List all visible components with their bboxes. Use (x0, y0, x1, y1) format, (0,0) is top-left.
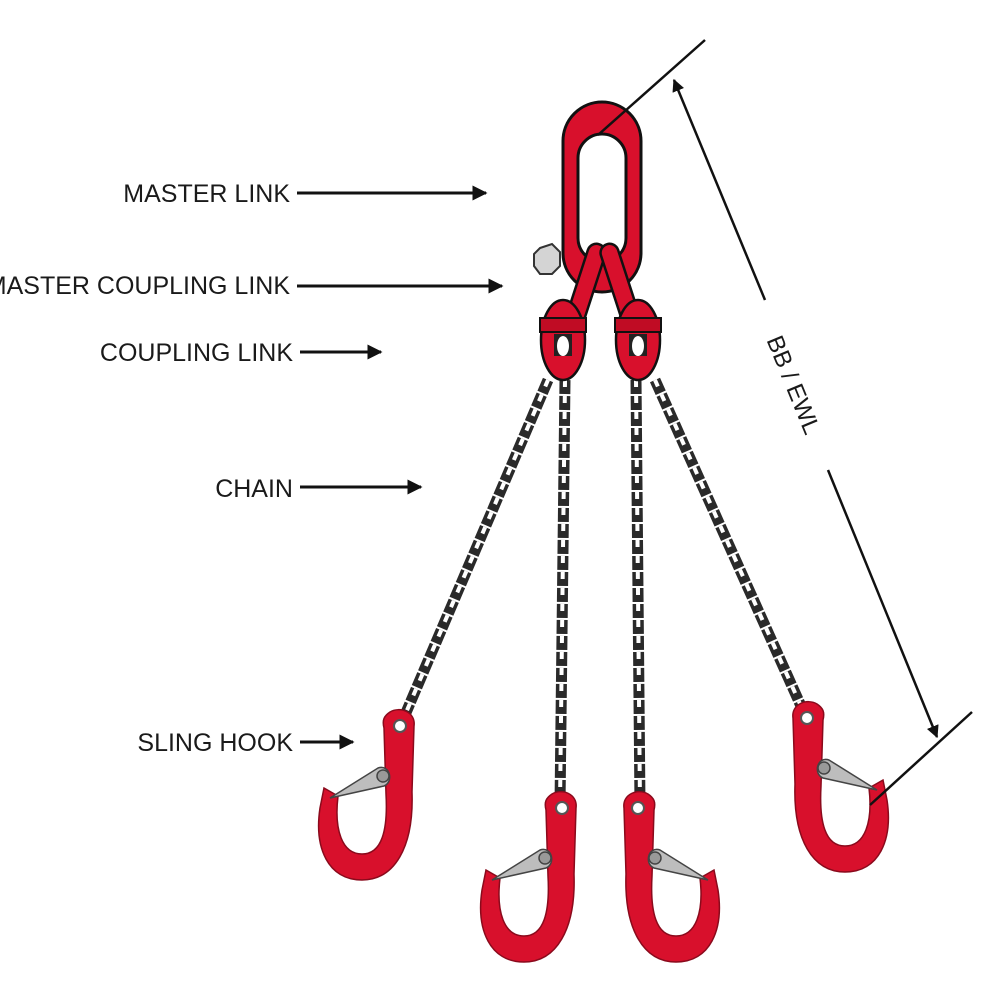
chain-legs (396, 377, 811, 806)
extension-line-bottom (869, 711, 973, 806)
sling-hook-2 (479, 790, 578, 963)
dimension-arrow-down (826, 469, 939, 739)
label-master-coupling-link: MASTER COUPLING LINK (0, 272, 504, 300)
label-sling-hook: SLING HOOK (137, 729, 355, 757)
chain-leg-4 (649, 377, 811, 718)
dimension-bb-ewl: BB / EWL (597, 39, 973, 806)
chain-leg-1 (396, 377, 554, 725)
label-text: COUPLING LINK (100, 339, 293, 367)
label-text: SLING HOOK (137, 729, 293, 757)
sling-hook-1 (317, 708, 416, 881)
master-link (561, 100, 643, 294)
sling-hook-3 (622, 790, 721, 963)
coupling-links (539, 298, 662, 382)
chain-leg-3 (630, 379, 646, 806)
label-master-link: MASTER LINK (123, 180, 488, 208)
dimension-arrow-up (672, 78, 767, 301)
coupling-link-right (614, 298, 662, 382)
extension-line-top (597, 39, 706, 136)
chain-leg-2 (554, 379, 571, 806)
sling-hooks (317, 700, 890, 963)
label-chain: CHAIN (215, 475, 423, 503)
coupling-link-left (539, 298, 587, 382)
dimension-label: BB / EWL (761, 332, 825, 438)
label-text: MASTER LINK (123, 180, 290, 208)
label-coupling-link: COUPLING LINK (100, 339, 383, 367)
label-text: MASTER COUPLING LINK (0, 272, 290, 300)
identification-tag (533, 242, 561, 275)
label-text: CHAIN (215, 475, 293, 503)
sling-hook-4 (791, 700, 890, 873)
